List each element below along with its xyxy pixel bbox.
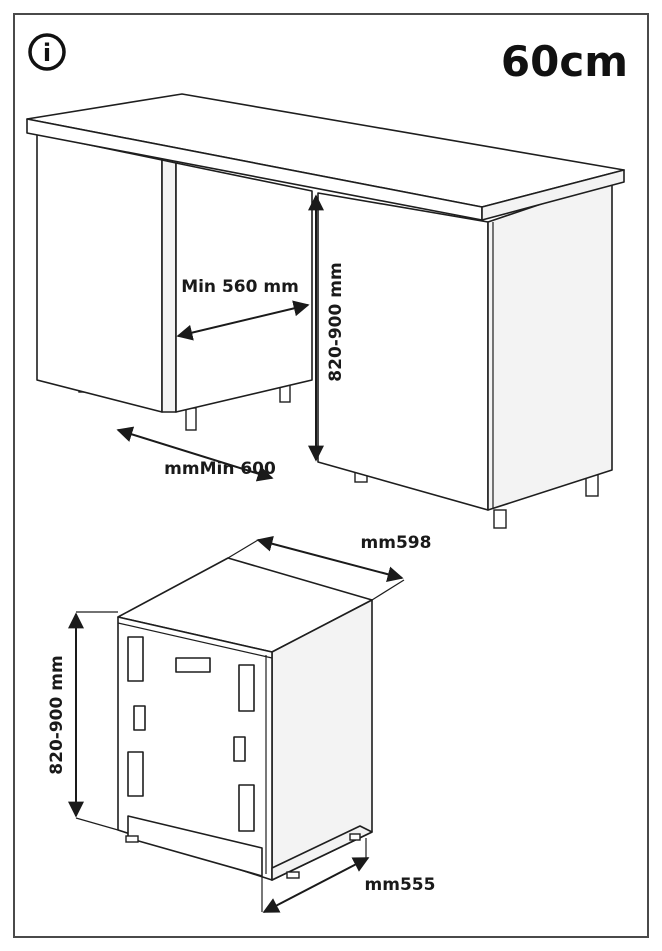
dishwasher-foot — [286, 871, 300, 879]
mounting-bracket — [127, 751, 144, 797]
dishwasher-dimensions: 820-900 mm mm598 mm555 — [47, 533, 436, 913]
dishwasher-depth-arrow — [262, 857, 370, 913]
niche-width-label: Min 560 mm — [181, 277, 299, 297]
left-cabinet-side — [161, 159, 177, 413]
info-icon-glyph: i — [43, 39, 51, 67]
dishwasher-foot — [125, 835, 139, 843]
mounting-slot — [133, 705, 146, 731]
niche-depth-label: mmMin 600 — [164, 459, 276, 479]
cabinet-leg — [493, 509, 507, 529]
mounting-slot — [233, 736, 246, 762]
mounting-bracket — [238, 664, 255, 712]
info-icon: i — [28, 33, 66, 71]
dishwasher-width-arrow — [256, 535, 404, 583]
mounting-bracket — [127, 636, 144, 682]
dishwasher-foot — [349, 833, 361, 841]
dishwasher-width-label: mm598 — [361, 533, 432, 553]
mounting-bracket — [238, 784, 255, 832]
cabinet-leg — [185, 407, 197, 431]
dishwasher-height-label: 820-900 mm — [47, 655, 67, 774]
cabinet-dimensions: Min 560 mm 820-900 mm mmMin 600 — [116, 194, 346, 482]
dishwasher — [117, 557, 373, 881]
niche-depth-arrow — [116, 426, 274, 482]
worktop-side-edge — [481, 169, 625, 221]
diagram-frame — [13, 13, 649, 938]
control-panel — [175, 657, 211, 673]
right-cabinet-side — [487, 179, 613, 511]
niche-height-label: 820-900 mm — [326, 262, 346, 381]
dishwasher-depth-label: mm555 — [365, 875, 436, 895]
kitchen-cabinet — [26, 93, 625, 529]
niche-width-arrow — [176, 300, 310, 341]
left-cabinet-front — [36, 133, 163, 413]
size-label: 60cm — [501, 37, 628, 86]
